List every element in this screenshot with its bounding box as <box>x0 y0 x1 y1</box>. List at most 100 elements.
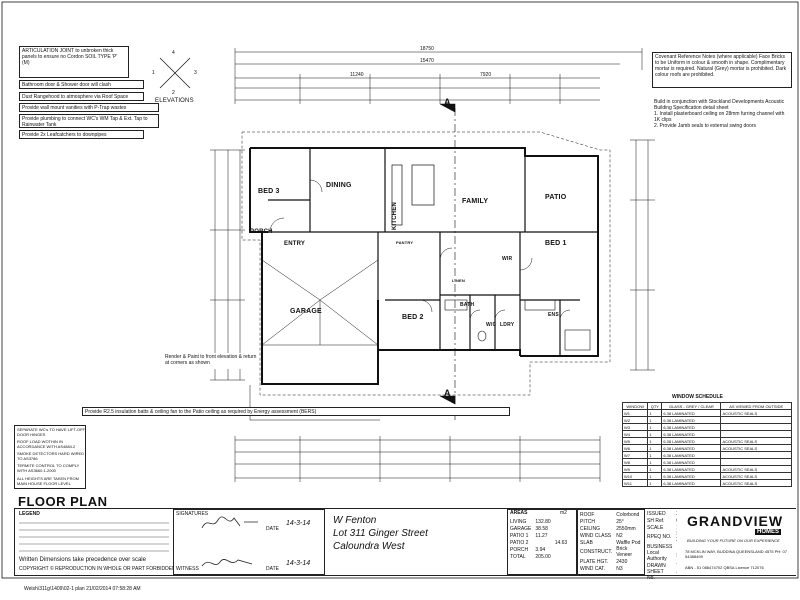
window-schedule-cell: W11 <box>621 479 649 487</box>
info-panel: SEPARATE WC's TO HAVE LIFT-OFF DOOR HING… <box>14 425 86 489</box>
legend-entries <box>19 522 169 552</box>
date-label-2: DATE <box>266 566 279 572</box>
info-cell: SLAB <box>580 539 593 546</box>
legend-title: LEGEND <box>19 511 40 517</box>
brand-tagline: BUILDING YOUR FUTURE ON OUR EXPERIENCE <box>687 538 780 543</box>
title-block: LEGEND Written Dimensions take precedenc… <box>14 508 797 581</box>
brand-abn: ABN - 51 088474702 QBSA Licence 712076 <box>685 565 764 570</box>
note-render-paint: Render & Paint to front elevation & retu… <box>163 353 259 369</box>
info-termite: TERMITE CONTROL TO COMPLY WITH AS3660.1-… <box>17 463 80 473</box>
note-covenant: Covenant Reference Notes (where applicab… <box>652 52 792 88</box>
info-cell: DRAWN <box>647 562 666 569</box>
ws-h-glass: GLASS - GREY / CLEAR <box>661 402 722 410</box>
file-path: Welsh\311g\1409\02-1 plan 21/02/2014 07:… <box>24 586 141 592</box>
section-marker-bottom: A <box>444 388 451 398</box>
client-box: W Fenton Lot 311 Ginger Street Caloundra… <box>327 509 507 575</box>
window-schedule-cell <box>720 451 792 459</box>
window-schedule-cell: 1 <box>647 479 663 487</box>
note-acoustic-2: 2. Provide Jamb seals to external swing … <box>654 123 756 129</box>
info-cell <box>533 539 552 546</box>
signatures-label: SIGNATURES <box>176 511 209 517</box>
window-schedule-cell: 1 <box>647 444 663 452</box>
window-schedule-cell: ACOUSTIC SEALS <box>720 465 792 473</box>
info-row: WIND CAT.N3 <box>578 565 644 572</box>
info-cell: CEILING <box>580 525 601 532</box>
dim-4: 7920 <box>480 72 492 78</box>
note-plumbing: Provide plumbing to connect WC's WM Tap … <box>19 114 159 128</box>
info-cell: N2 <box>616 532 623 539</box>
info-cell: RPEQ NO. <box>647 534 672 540</box>
info-cell: BUSINESS <box>647 543 673 550</box>
window-schedule-cell: 6.38 LAMINATED <box>661 416 722 424</box>
ws-h-qty: QTY <box>647 402 663 410</box>
dim-3: 11240 <box>350 72 364 78</box>
date-value-2: 14-3-14 <box>286 560 311 567</box>
info-cell: 14.63 <box>554 539 568 546</box>
copyright-note: COPYRIGHT © REPRODUCTION IN WHOLE OR PAR… <box>19 566 176 572</box>
info-row: ROOF Colorbond <box>578 511 644 518</box>
note-bathroom-door: Bathroom door & Shower door will clash <box>19 80 144 89</box>
window-schedule-cell: 6.38 LAMINATED <box>661 479 722 487</box>
window-schedule-cell: W4 <box>621 430 649 438</box>
compass-north: 4 <box>172 50 175 56</box>
room-garage: GARAGE <box>290 308 322 315</box>
info-cell: N3 <box>616 565 623 572</box>
window-schedule-cell: ACOUSTIC SEALS <box>720 472 792 480</box>
info-cell: ROOF <box>580 511 595 518</box>
info-cell: ISSUED <box>647 510 666 517</box>
info-cell: Brick Veneer <box>616 546 633 558</box>
brand-box: GRANDVIEW HOMES BUILDING YOUR FUTURE ON … <box>677 509 797 575</box>
window-schedule-cell: W8 <box>621 458 649 466</box>
client-name: W Fenton <box>333 515 377 526</box>
window-schedule-cell: W5 <box>621 437 649 445</box>
info-cell: 2430 <box>616 558 628 565</box>
window-schedule-cell: 1 <box>647 472 663 480</box>
note-vanities: Provide wall mount vanities with P-Trap … <box>19 103 159 112</box>
room-family: FAMILY <box>462 198 489 205</box>
info-cell: 25° <box>616 518 624 525</box>
window-schedule-cell: 6.38 LAMINATED <box>661 444 722 452</box>
note-leafcatchers: Provide 2x Leafcatchers to downpipes <box>19 130 144 139</box>
witness-label: WITNESS <box>176 566 199 572</box>
info-cell: Waffle Pod <box>616 539 641 546</box>
info-row: SHEET No.2-1 <box>645 569 698 581</box>
room-bed2: BED 2 <box>402 314 424 321</box>
window-schedule-cell: 1 <box>647 465 663 473</box>
info-cell: PATIO 2 <box>510 539 529 546</box>
areas-title: AREAS <box>510 510 528 516</box>
window-schedule-title: WINDOW SCHEDULE <box>672 394 723 400</box>
section-marker-top: A <box>444 97 451 107</box>
window-schedule-cell: W10 <box>621 472 649 480</box>
info-cell: 2-1 <box>676 572 684 578</box>
date-value-1: 14-3-14 <box>286 520 311 527</box>
window-schedule-cell: 6.38 LAMINATED <box>661 423 722 431</box>
window-schedule-cell <box>720 458 792 466</box>
window-schedule-cell: 1 <box>647 423 663 431</box>
client-lot: Lot 311 Ginger Street <box>333 528 428 539</box>
window-schedule-cell: W6 <box>621 444 649 452</box>
window-schedule-cell: 6.38 LAMINATED <box>661 430 722 438</box>
window-schedule-cell: ACOUSTIC SEALS <box>720 409 792 417</box>
window-schedule-cell: 1 <box>647 437 663 445</box>
window-schedule-cell: 6.38 LAMINATED <box>661 451 722 459</box>
note-acoustic-1: 1. Install plasterboard ceiling on 28mm … <box>654 111 785 123</box>
info-row: PLATE HGT.2430 <box>578 558 644 565</box>
room-wc: W/C <box>486 322 497 328</box>
areas-unit: m2 <box>560 510 567 516</box>
note-rangehood: Dust Rangehood to atmosphere via Roof Sp… <box>19 92 144 101</box>
info-cell: Colorbond <box>616 511 640 518</box>
